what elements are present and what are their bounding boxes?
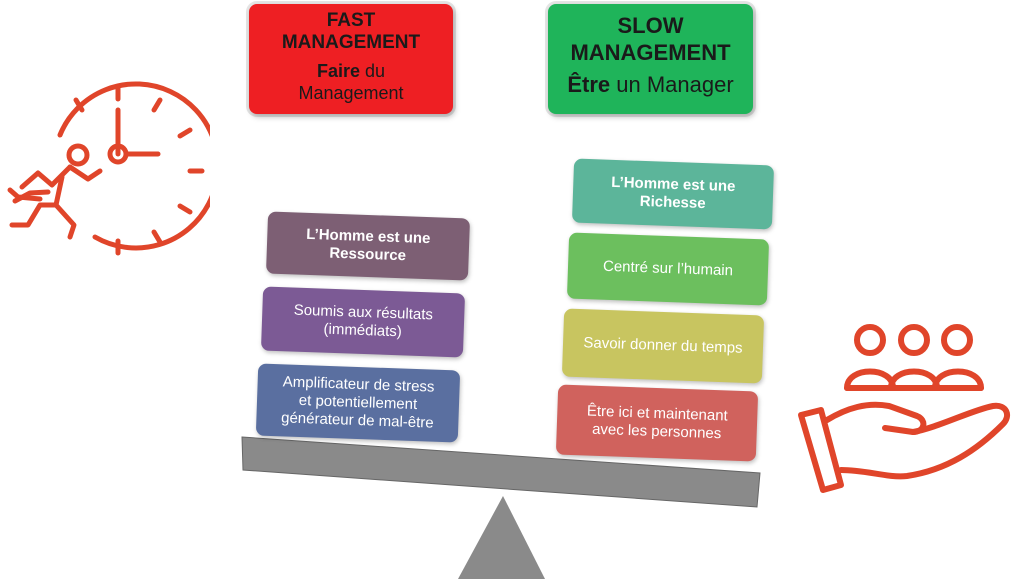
right-card-ici-maintenant-text: Être ici et maintenant avec les personne… bbox=[586, 402, 729, 443]
fast-management-subtitle-rest: du Management bbox=[298, 61, 404, 103]
fast-management-box: FAST MANAGEMENT Faire du Management bbox=[249, 4, 453, 114]
left-card-stress-text: Amplificateur de stress et potentielleme… bbox=[280, 373, 435, 432]
right-card-temps: Savoir donner du temps bbox=[561, 308, 765, 384]
left-card-ressource: L’Homme est une Ressource bbox=[265, 211, 471, 281]
slow-management-subtitle-bold: Être bbox=[567, 72, 611, 97]
right-card-temps-text: Savoir donner du temps bbox=[583, 334, 743, 357]
balance-beam bbox=[241, 436, 761, 508]
right-card-ici-maintenant: Être ici et maintenant avec les personne… bbox=[555, 384, 759, 462]
clock-runner-icon bbox=[7, 81, 210, 256]
fulcrum-triangle bbox=[458, 496, 545, 579]
slow-management-box: SLOW MANAGEMENT Être un Manager bbox=[548, 4, 753, 114]
left-card-stress: Amplificateur de stress et potentielleme… bbox=[255, 363, 461, 443]
left-card-ressource-text: L’Homme est une Ressource bbox=[305, 225, 431, 265]
slow-management-title: SLOW MANAGEMENT bbox=[570, 13, 731, 65]
right-card-humain: Centré sur l’humain bbox=[566, 232, 770, 306]
fast-management-title: FAST MANAGEMENT bbox=[281, 10, 421, 53]
right-card-richesse: L’Homme est une Richesse bbox=[571, 158, 775, 230]
slow-management-subtitle: Être un Manager bbox=[548, 72, 753, 98]
slow-management-subtitle-rest: un Manager bbox=[610, 72, 734, 97]
left-card-resultats-text: Soumis aux résultats (immédiats) bbox=[293, 301, 434, 341]
fast-management-subtitle-bold: Faire bbox=[316, 61, 360, 81]
right-card-humain-text: Centré sur l’humain bbox=[602, 257, 734, 280]
fast-management-subtitle: Faire du Management bbox=[249, 60, 453, 104]
right-card-richesse-text: L’Homme est une Richesse bbox=[610, 173, 736, 213]
left-card-resultats: Soumis aux résultats (immédiats) bbox=[260, 286, 466, 358]
hand-people-icon bbox=[798, 324, 1011, 493]
